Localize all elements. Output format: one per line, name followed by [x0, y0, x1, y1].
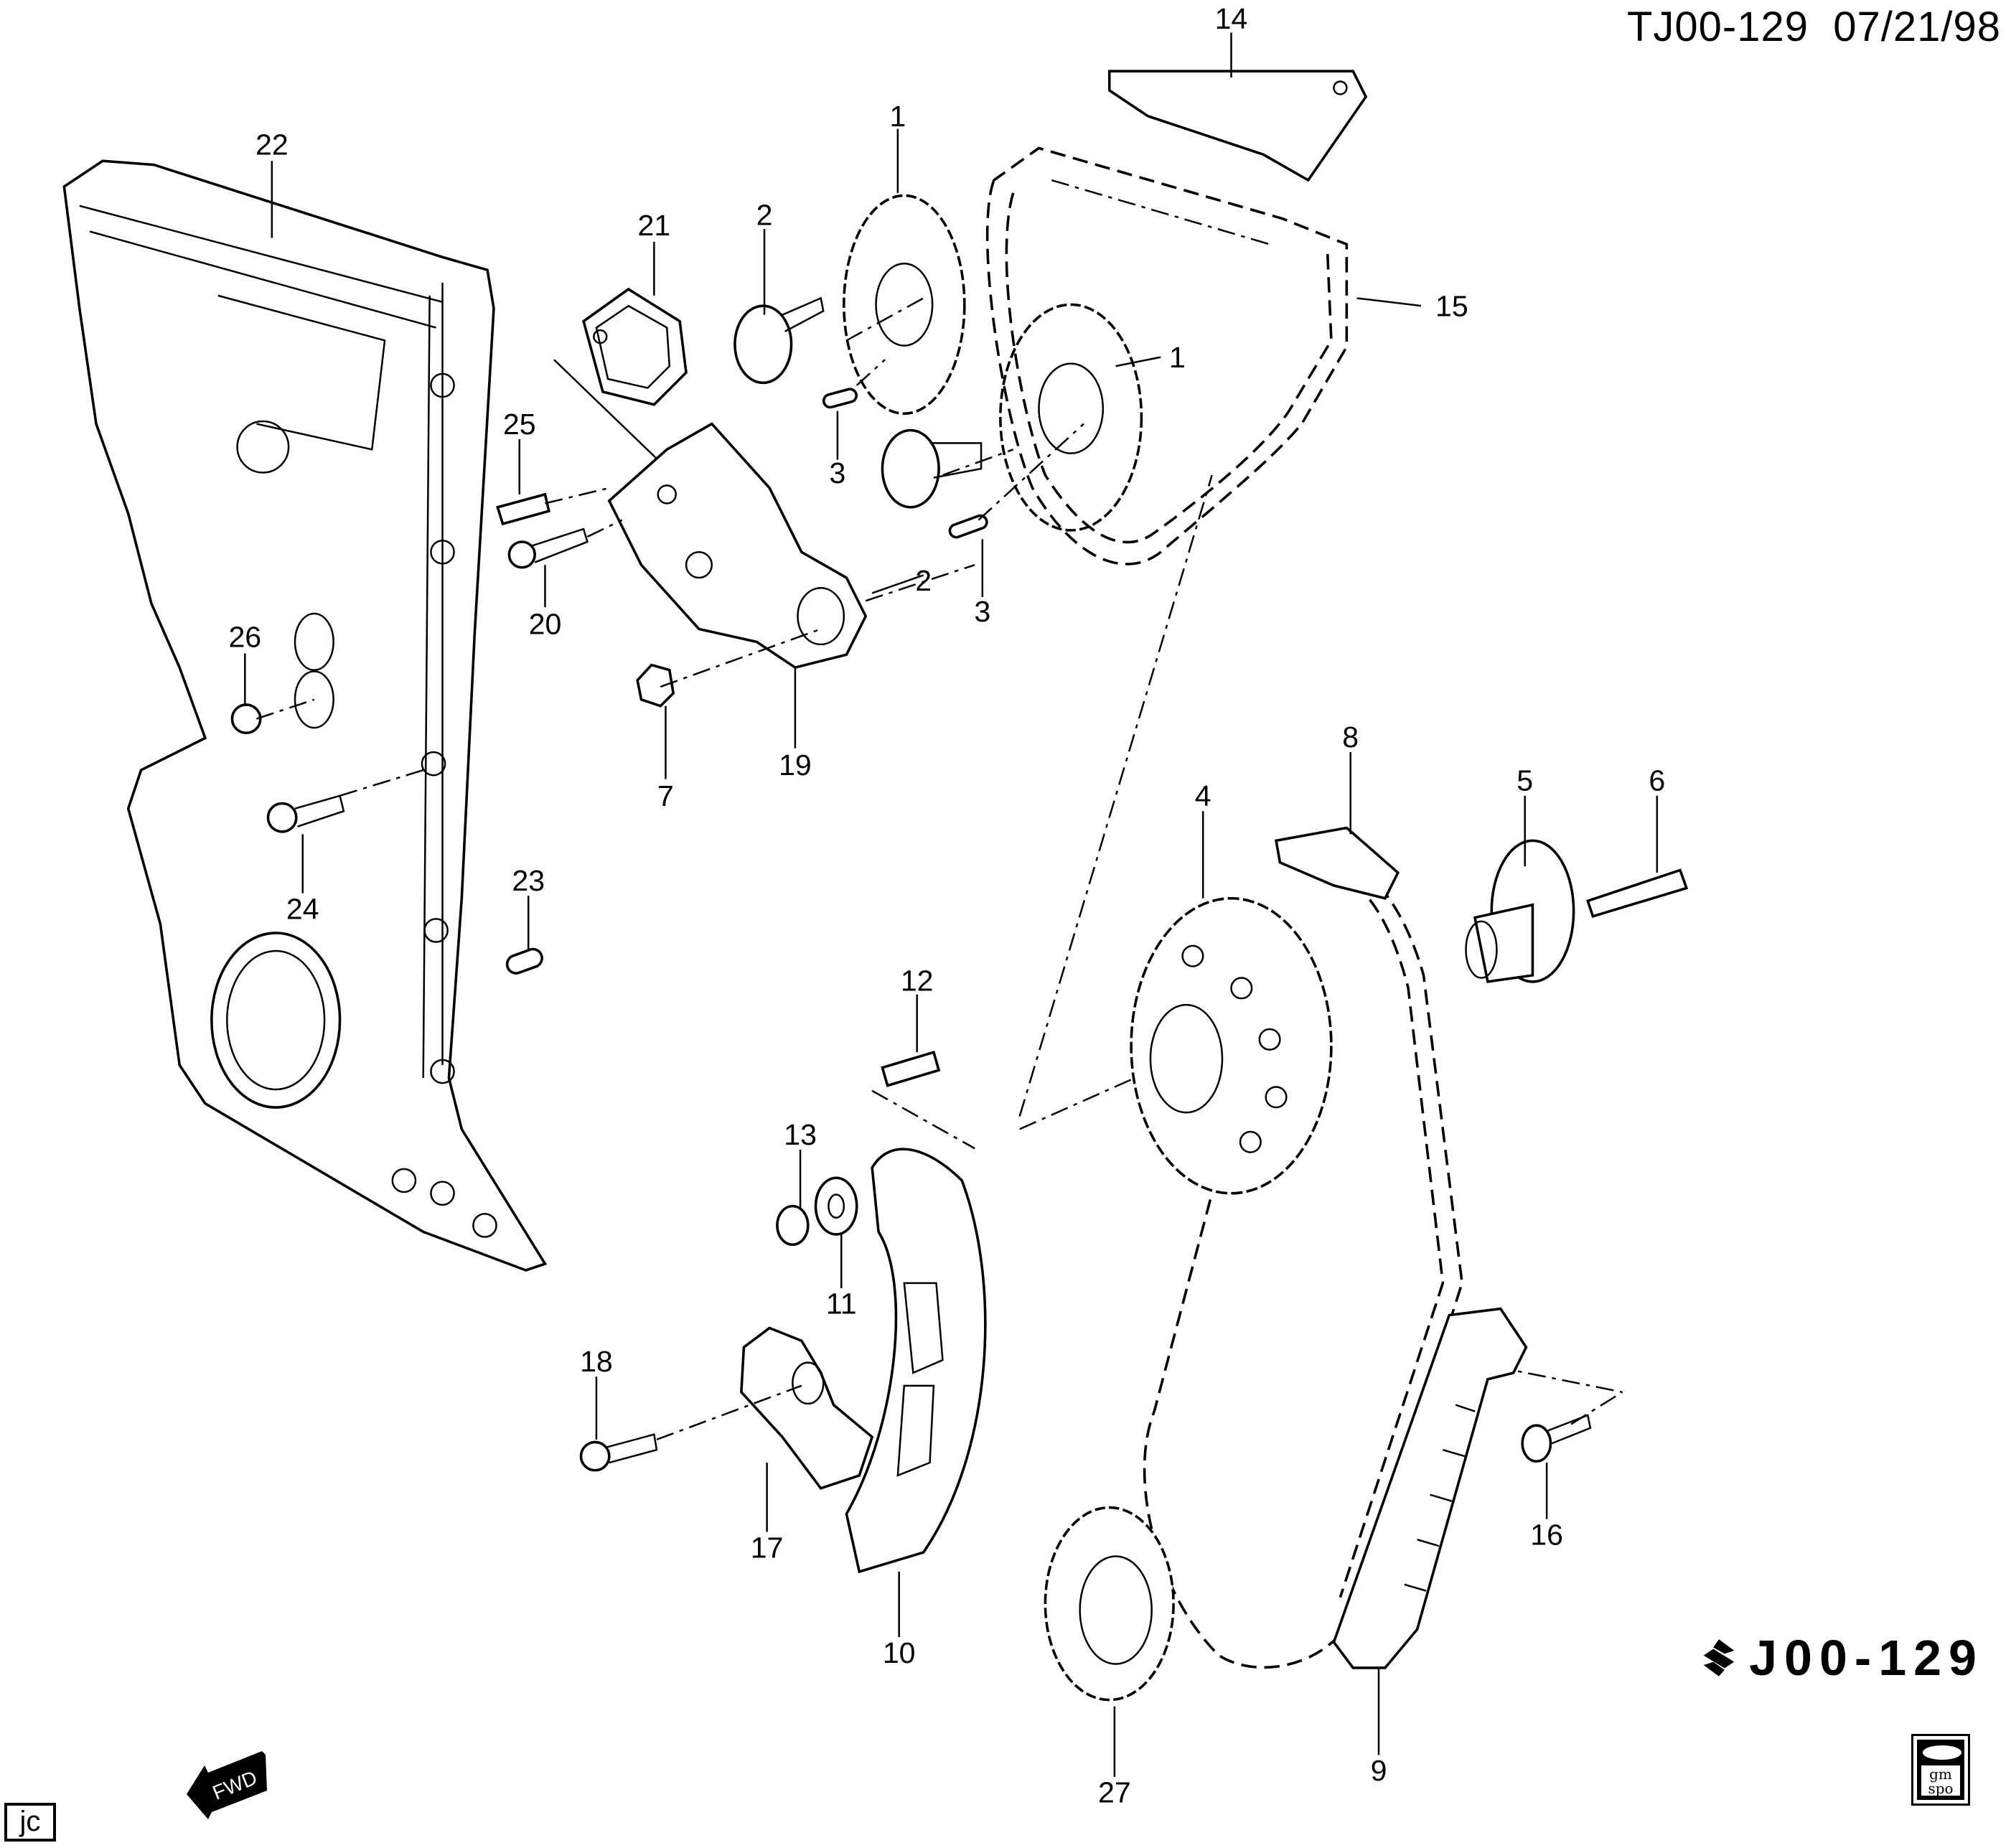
diagram-code: TJ00-129: [1626, 4, 1809, 50]
bolt-16: [1521, 1414, 1592, 1463]
dowel-pin-upper: [822, 388, 858, 409]
chain-guide: [1332, 1307, 1528, 1669]
catalog-code: J00-129: [1749, 1630, 1984, 1686]
callout-15: 15: [1435, 289, 1468, 322]
callout-11: 11: [826, 1287, 857, 1321]
chain-guide-bracket: [1107, 70, 1368, 182]
callout-24: 24: [286, 892, 319, 925]
callout-10: 10: [883, 1636, 916, 1669]
catalog-code-block: J00-129: [1699, 1629, 1984, 1687]
nut-7: [636, 663, 675, 708]
callout-3-lower: 3: [974, 595, 990, 628]
initials-box: jc: [4, 1803, 56, 1842]
crankshaft-sprocket: [1130, 896, 1333, 1195]
bolt-13: [776, 1204, 810, 1247]
callout-2-lower: 2: [915, 564, 932, 597]
callout-17: 17: [751, 1531, 784, 1564]
chain-tensioner-arm: [845, 1148, 987, 1574]
sprocket-bolt-upper: [733, 296, 825, 385]
camshaft-sprocket-upper: [843, 194, 966, 416]
callout-18: 18: [580, 1345, 613, 1378]
gmspo-top: gm: [1929, 1765, 1952, 1783]
callout-7: 7: [657, 779, 674, 812]
callout-12: 12: [901, 964, 934, 997]
chain-tensioner: [740, 1326, 874, 1490]
stud-12: [881, 1050, 941, 1087]
callout-20: 20: [529, 608, 562, 641]
callout-2-upper: 2: [756, 199, 773, 232]
chain-tensioner-adjuster: [607, 422, 868, 670]
timing-chain-cover: [62, 159, 548, 1272]
crankshaft-timing-sprocket: [1044, 1506, 1175, 1702]
bolt-24: [266, 794, 345, 833]
callout-3-upper: 3: [829, 456, 845, 489]
callout-13: 13: [784, 1118, 817, 1151]
diagram-date: 07/21/98: [1833, 4, 2001, 50]
callout-27: 27: [1098, 1776, 1131, 1809]
lower-timing-chain: [1143, 826, 1463, 1669]
dowel-23: [505, 947, 543, 975]
callout-14: 14: [1215, 2, 1248, 35]
idler-bolt: [1586, 868, 1689, 918]
callout-9: 9: [1371, 1754, 1387, 1787]
callout-19: 19: [779, 749, 812, 782]
upper-timing-chain: [985, 146, 1349, 566]
callout-26: 26: [228, 621, 261, 654]
callout-1-upper: 1: [889, 100, 906, 133]
spacer-11: [814, 1176, 858, 1236]
nut-26: [230, 703, 262, 735]
diagram-header: TJ00-129 07/21/98: [1627, 3, 2001, 51]
camshaft-sprocket-lower: [999, 303, 1143, 532]
sprocket-bolt-lower: [881, 428, 983, 509]
callout-5: 5: [1517, 764, 1533, 797]
callout-16: 16: [1530, 1518, 1563, 1551]
callout-8: 8: [1342, 721, 1359, 754]
stud-25: [496, 492, 550, 526]
callout-22: 22: [256, 128, 289, 161]
idler-sprocket: [1465, 839, 1575, 983]
gmspo-bottom: spo: [1928, 1780, 1954, 1797]
tensioner-gasket: [553, 287, 688, 464]
callout-25: 25: [503, 408, 536, 441]
bolt-20: [507, 527, 589, 569]
suzuki-logo-icon: [1703, 1639, 1735, 1676]
callout-4: 4: [1195, 779, 1211, 812]
callout-23: 23: [512, 864, 545, 897]
callout-21: 21: [638, 209, 671, 242]
forward-direction-arrow-icon: FWD: [187, 1751, 267, 1819]
callout-6: 6: [1649, 764, 1665, 797]
dowel-pin-lower: [948, 514, 988, 539]
callout-1-lower: 1: [1169, 341, 1186, 374]
initials: jc: [19, 1806, 41, 1837]
bolt-18: [579, 1384, 802, 1472]
